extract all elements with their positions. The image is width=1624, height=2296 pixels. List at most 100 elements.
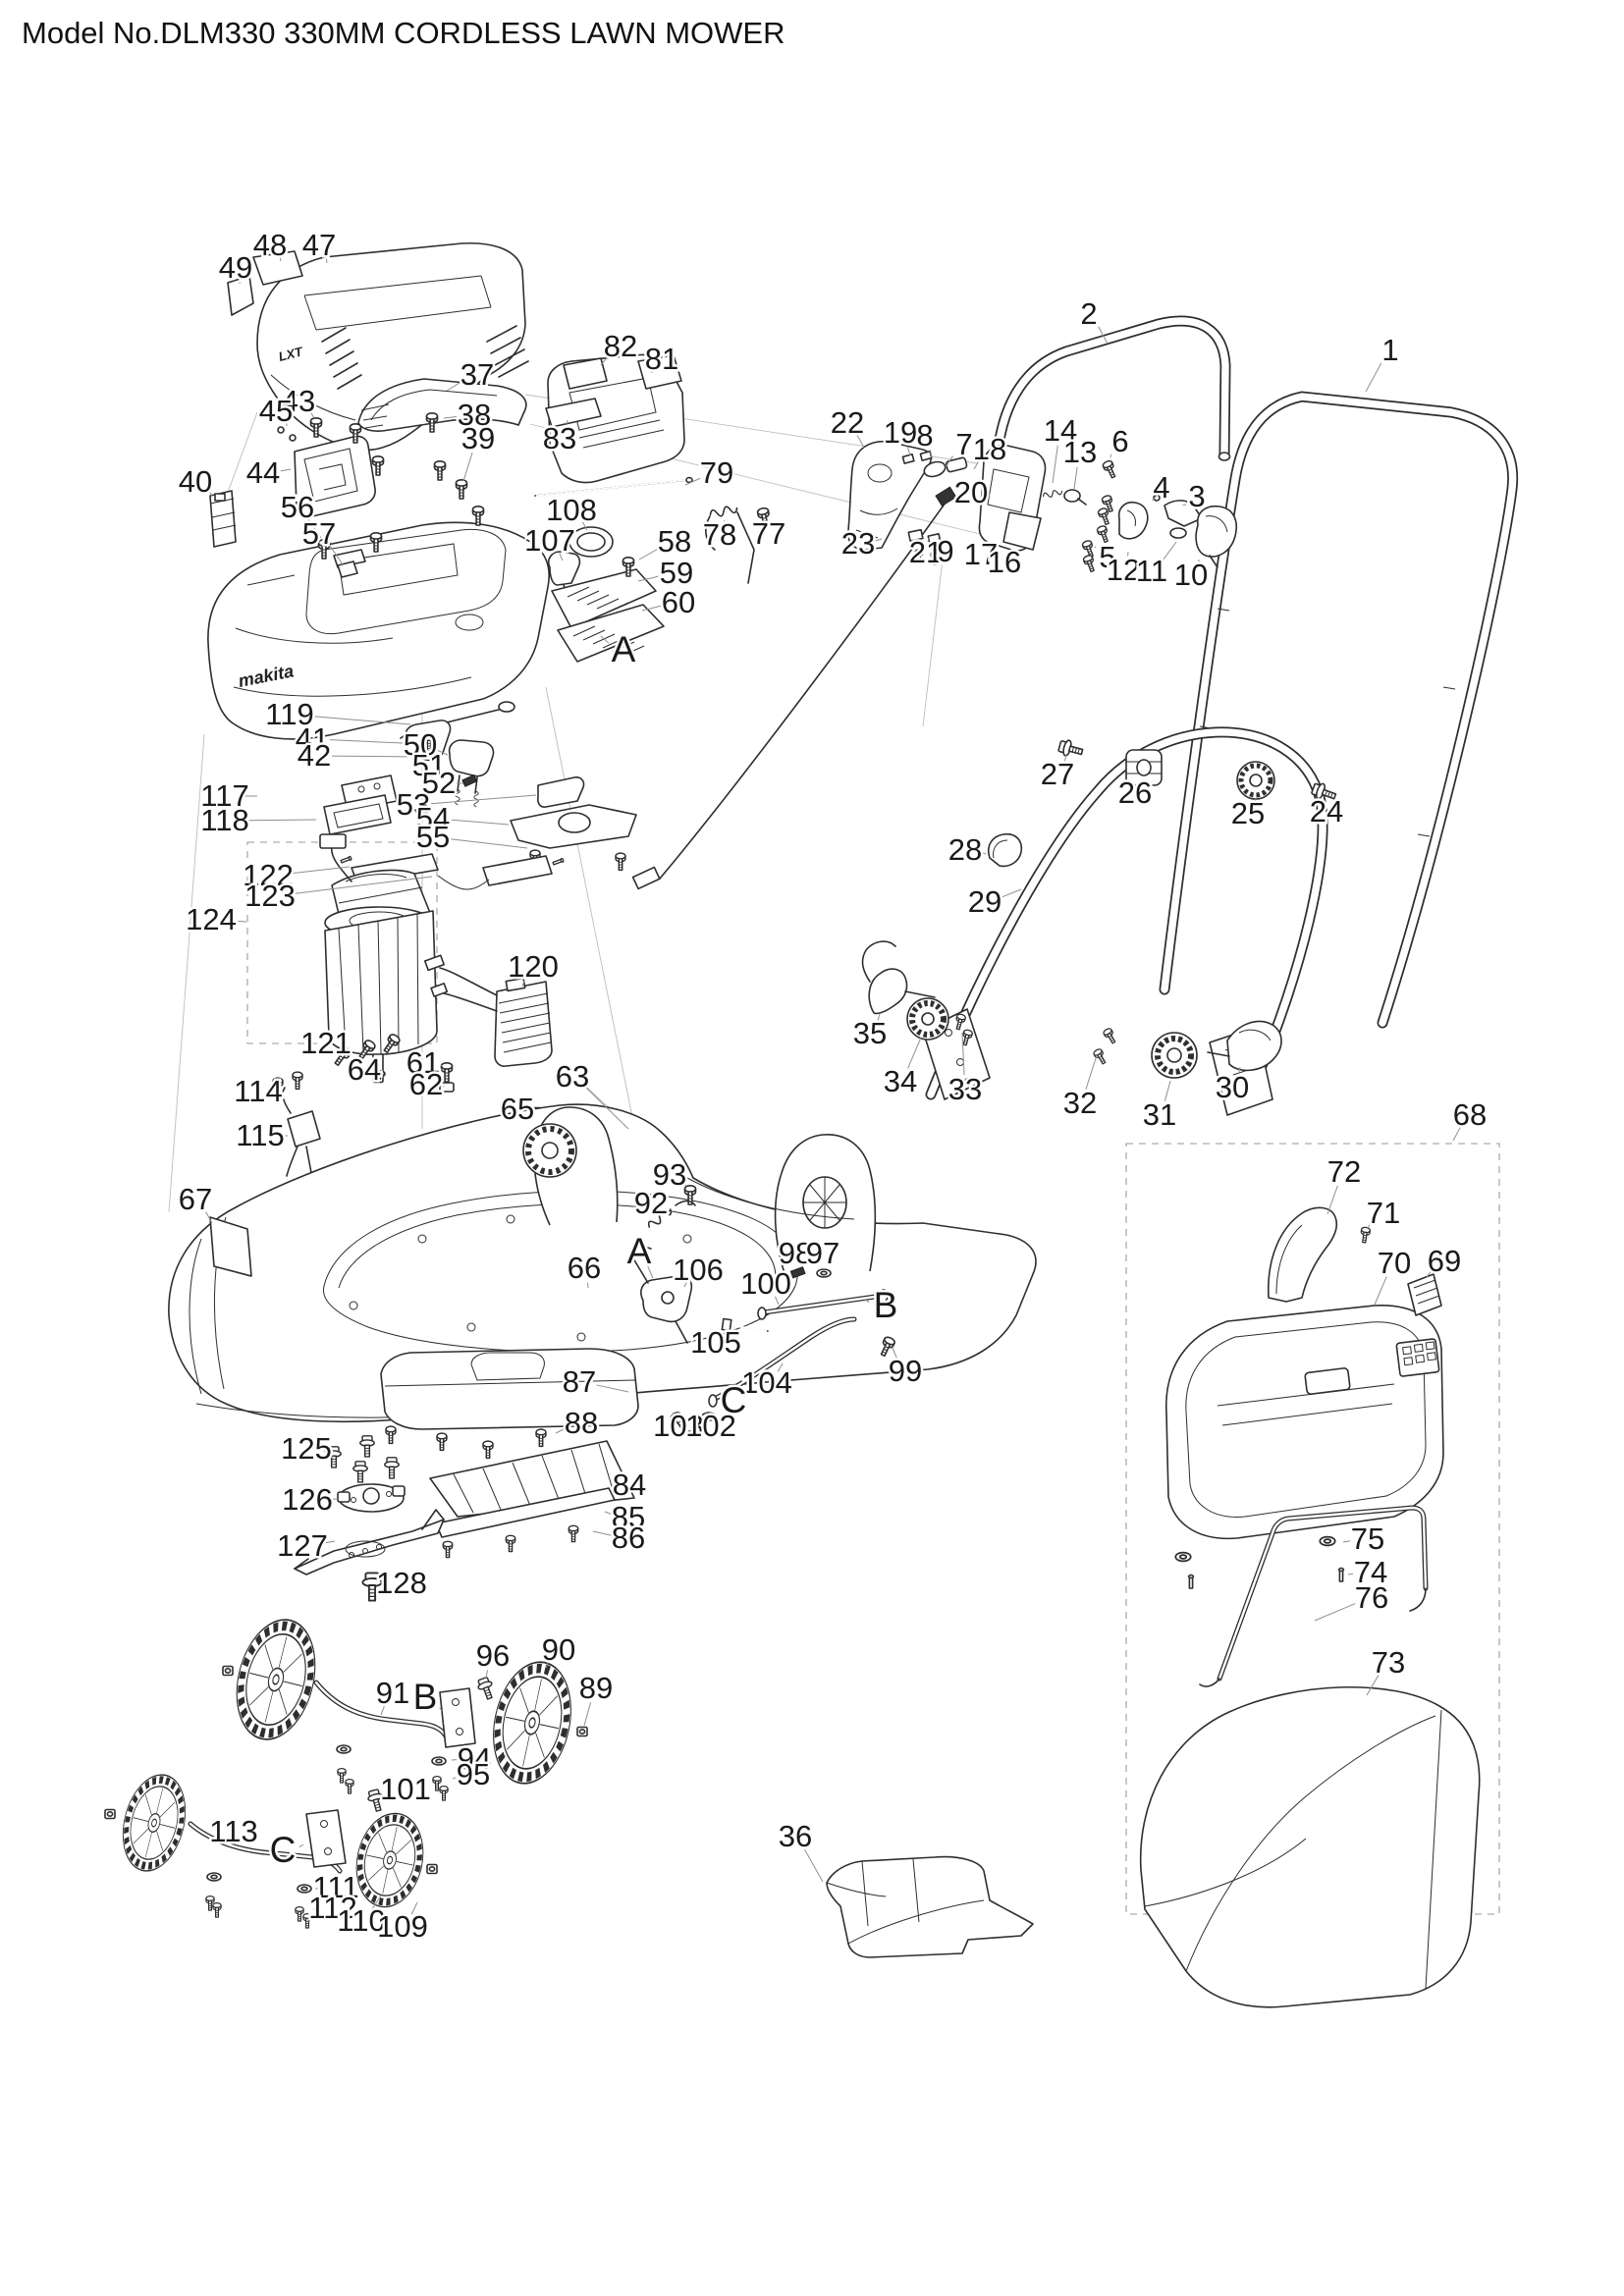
part-label-72: 72 bbox=[1327, 1154, 1361, 1189]
leader-line bbox=[208, 491, 213, 497]
leader-line bbox=[329, 545, 344, 565]
leader-line bbox=[204, 1210, 213, 1224]
part-label-51: 51 bbox=[412, 748, 446, 782]
part-label-38: 38 bbox=[458, 398, 491, 432]
part-label-18: 18 bbox=[973, 432, 1006, 466]
part-interlock-switch bbox=[448, 739, 637, 872]
leader-line bbox=[1367, 1223, 1372, 1229]
part-label-7: 7 bbox=[955, 427, 972, 461]
leader-line bbox=[371, 1895, 382, 1910]
leader-line bbox=[1094, 546, 1097, 549]
leader-line bbox=[298, 1843, 304, 1848]
part-label-126: 126 bbox=[282, 1482, 333, 1517]
part-mulch-plate bbox=[326, 1435, 635, 1559]
leader-line bbox=[331, 755, 423, 758]
leader-line bbox=[945, 455, 953, 468]
part-label-107: 107 bbox=[524, 523, 575, 558]
part-label-50: 50 bbox=[404, 727, 437, 762]
part-label-1: 1 bbox=[1381, 333, 1398, 367]
leader-line bbox=[436, 749, 449, 756]
leader-line bbox=[566, 419, 568, 426]
part-clamp-28 bbox=[988, 832, 1023, 868]
leader-line bbox=[927, 538, 930, 543]
leader-line bbox=[762, 518, 765, 521]
part-label-12: 12 bbox=[1107, 553, 1140, 587]
part-label-92: 92 bbox=[634, 1186, 668, 1220]
leader-line bbox=[638, 548, 660, 561]
part-height-lever bbox=[631, 1185, 769, 1344]
leader-line bbox=[285, 866, 351, 875]
part-label-22: 22 bbox=[831, 405, 864, 440]
leader-line bbox=[228, 920, 247, 923]
leader-line bbox=[929, 450, 933, 458]
leader-line bbox=[875, 538, 883, 542]
part-axle-c bbox=[104, 1788, 438, 1929]
part-grass-bag bbox=[1139, 1685, 1481, 2008]
part-label-78: 78 bbox=[703, 517, 736, 552]
leader-line bbox=[555, 1427, 566, 1434]
part-label-3: 3 bbox=[1188, 479, 1205, 513]
part-label-45: 45 bbox=[259, 394, 293, 428]
leader-line bbox=[988, 542, 992, 545]
leader-line bbox=[856, 435, 865, 449]
part-blade-holder bbox=[337, 1483, 406, 1513]
leader-line bbox=[1326, 1185, 1338, 1215]
part-label-94: 94 bbox=[458, 1741, 491, 1776]
part-label-67: 67 bbox=[179, 1182, 212, 1216]
part-label-114: 114 bbox=[234, 1074, 282, 1108]
part-label-74: 74 bbox=[1354, 1555, 1387, 1589]
leader-line bbox=[280, 468, 292, 472]
part-label-73: 73 bbox=[1372, 1645, 1405, 1680]
part-label-85: 85 bbox=[612, 1500, 645, 1534]
part-deck bbox=[168, 1103, 1037, 1423]
part-label-99: 99 bbox=[889, 1354, 922, 1388]
leader-line bbox=[443, 415, 458, 419]
part-cam-lock bbox=[1117, 494, 1237, 568]
part-label-71: 71 bbox=[1367, 1196, 1400, 1230]
leader-line bbox=[1052, 445, 1058, 484]
part-label-43: 43 bbox=[282, 384, 315, 418]
leader-line bbox=[1365, 362, 1382, 393]
part-rear-cover bbox=[1165, 1273, 1444, 1540]
leader-line bbox=[462, 453, 473, 482]
sticker-49 bbox=[227, 275, 254, 316]
leader-line bbox=[309, 411, 315, 419]
leader-line bbox=[329, 739, 404, 744]
part-label-57: 57 bbox=[302, 516, 336, 551]
part-link-rod-b bbox=[757, 1266, 897, 1359]
part-label-86: 86 bbox=[612, 1521, 645, 1555]
part-label-82: 82 bbox=[604, 329, 637, 363]
part-label-118: 118 bbox=[200, 803, 248, 837]
leader-line bbox=[877, 1013, 881, 1021]
leader-line bbox=[1254, 798, 1257, 801]
leader-line bbox=[647, 1265, 654, 1279]
leader-line bbox=[1347, 1573, 1354, 1575]
part-label-109: 109 bbox=[377, 1909, 428, 1944]
part-blade bbox=[294, 1509, 445, 1575]
leader-line bbox=[324, 1498, 339, 1501]
part-label-25: 25 bbox=[1231, 796, 1265, 830]
part-label-121: 121 bbox=[300, 1026, 352, 1060]
leader-line bbox=[306, 715, 411, 725]
part-label-42: 42 bbox=[298, 738, 331, 773]
leader-line bbox=[1182, 504, 1187, 507]
part-label-35: 35 bbox=[853, 1016, 887, 1050]
part-label-32: 32 bbox=[1063, 1086, 1097, 1120]
leader-line bbox=[1063, 754, 1067, 762]
part-label-31: 31 bbox=[1143, 1097, 1176, 1132]
leader-line bbox=[450, 819, 510, 826]
part-label-17: 17 bbox=[964, 537, 998, 571]
leader-line bbox=[521, 979, 525, 988]
part-torsion-spring bbox=[705, 503, 755, 584]
sticker-48 bbox=[252, 250, 303, 286]
leader-line bbox=[1152, 495, 1158, 502]
leader-line bbox=[430, 794, 537, 805]
part-handle-mount-left bbox=[846, 441, 932, 551]
part-label-24: 24 bbox=[1310, 794, 1343, 828]
part-label-B: B bbox=[874, 1285, 898, 1325]
part-switch-housing bbox=[978, 444, 1087, 552]
part-motor-housing: makita bbox=[207, 521, 550, 740]
page-title: Model No.DLM330 330MM CORDLESS LAWN MOWE… bbox=[22, 16, 785, 50]
part-label-A: A bbox=[627, 1231, 652, 1271]
part-label-98: 98 bbox=[779, 1236, 812, 1270]
